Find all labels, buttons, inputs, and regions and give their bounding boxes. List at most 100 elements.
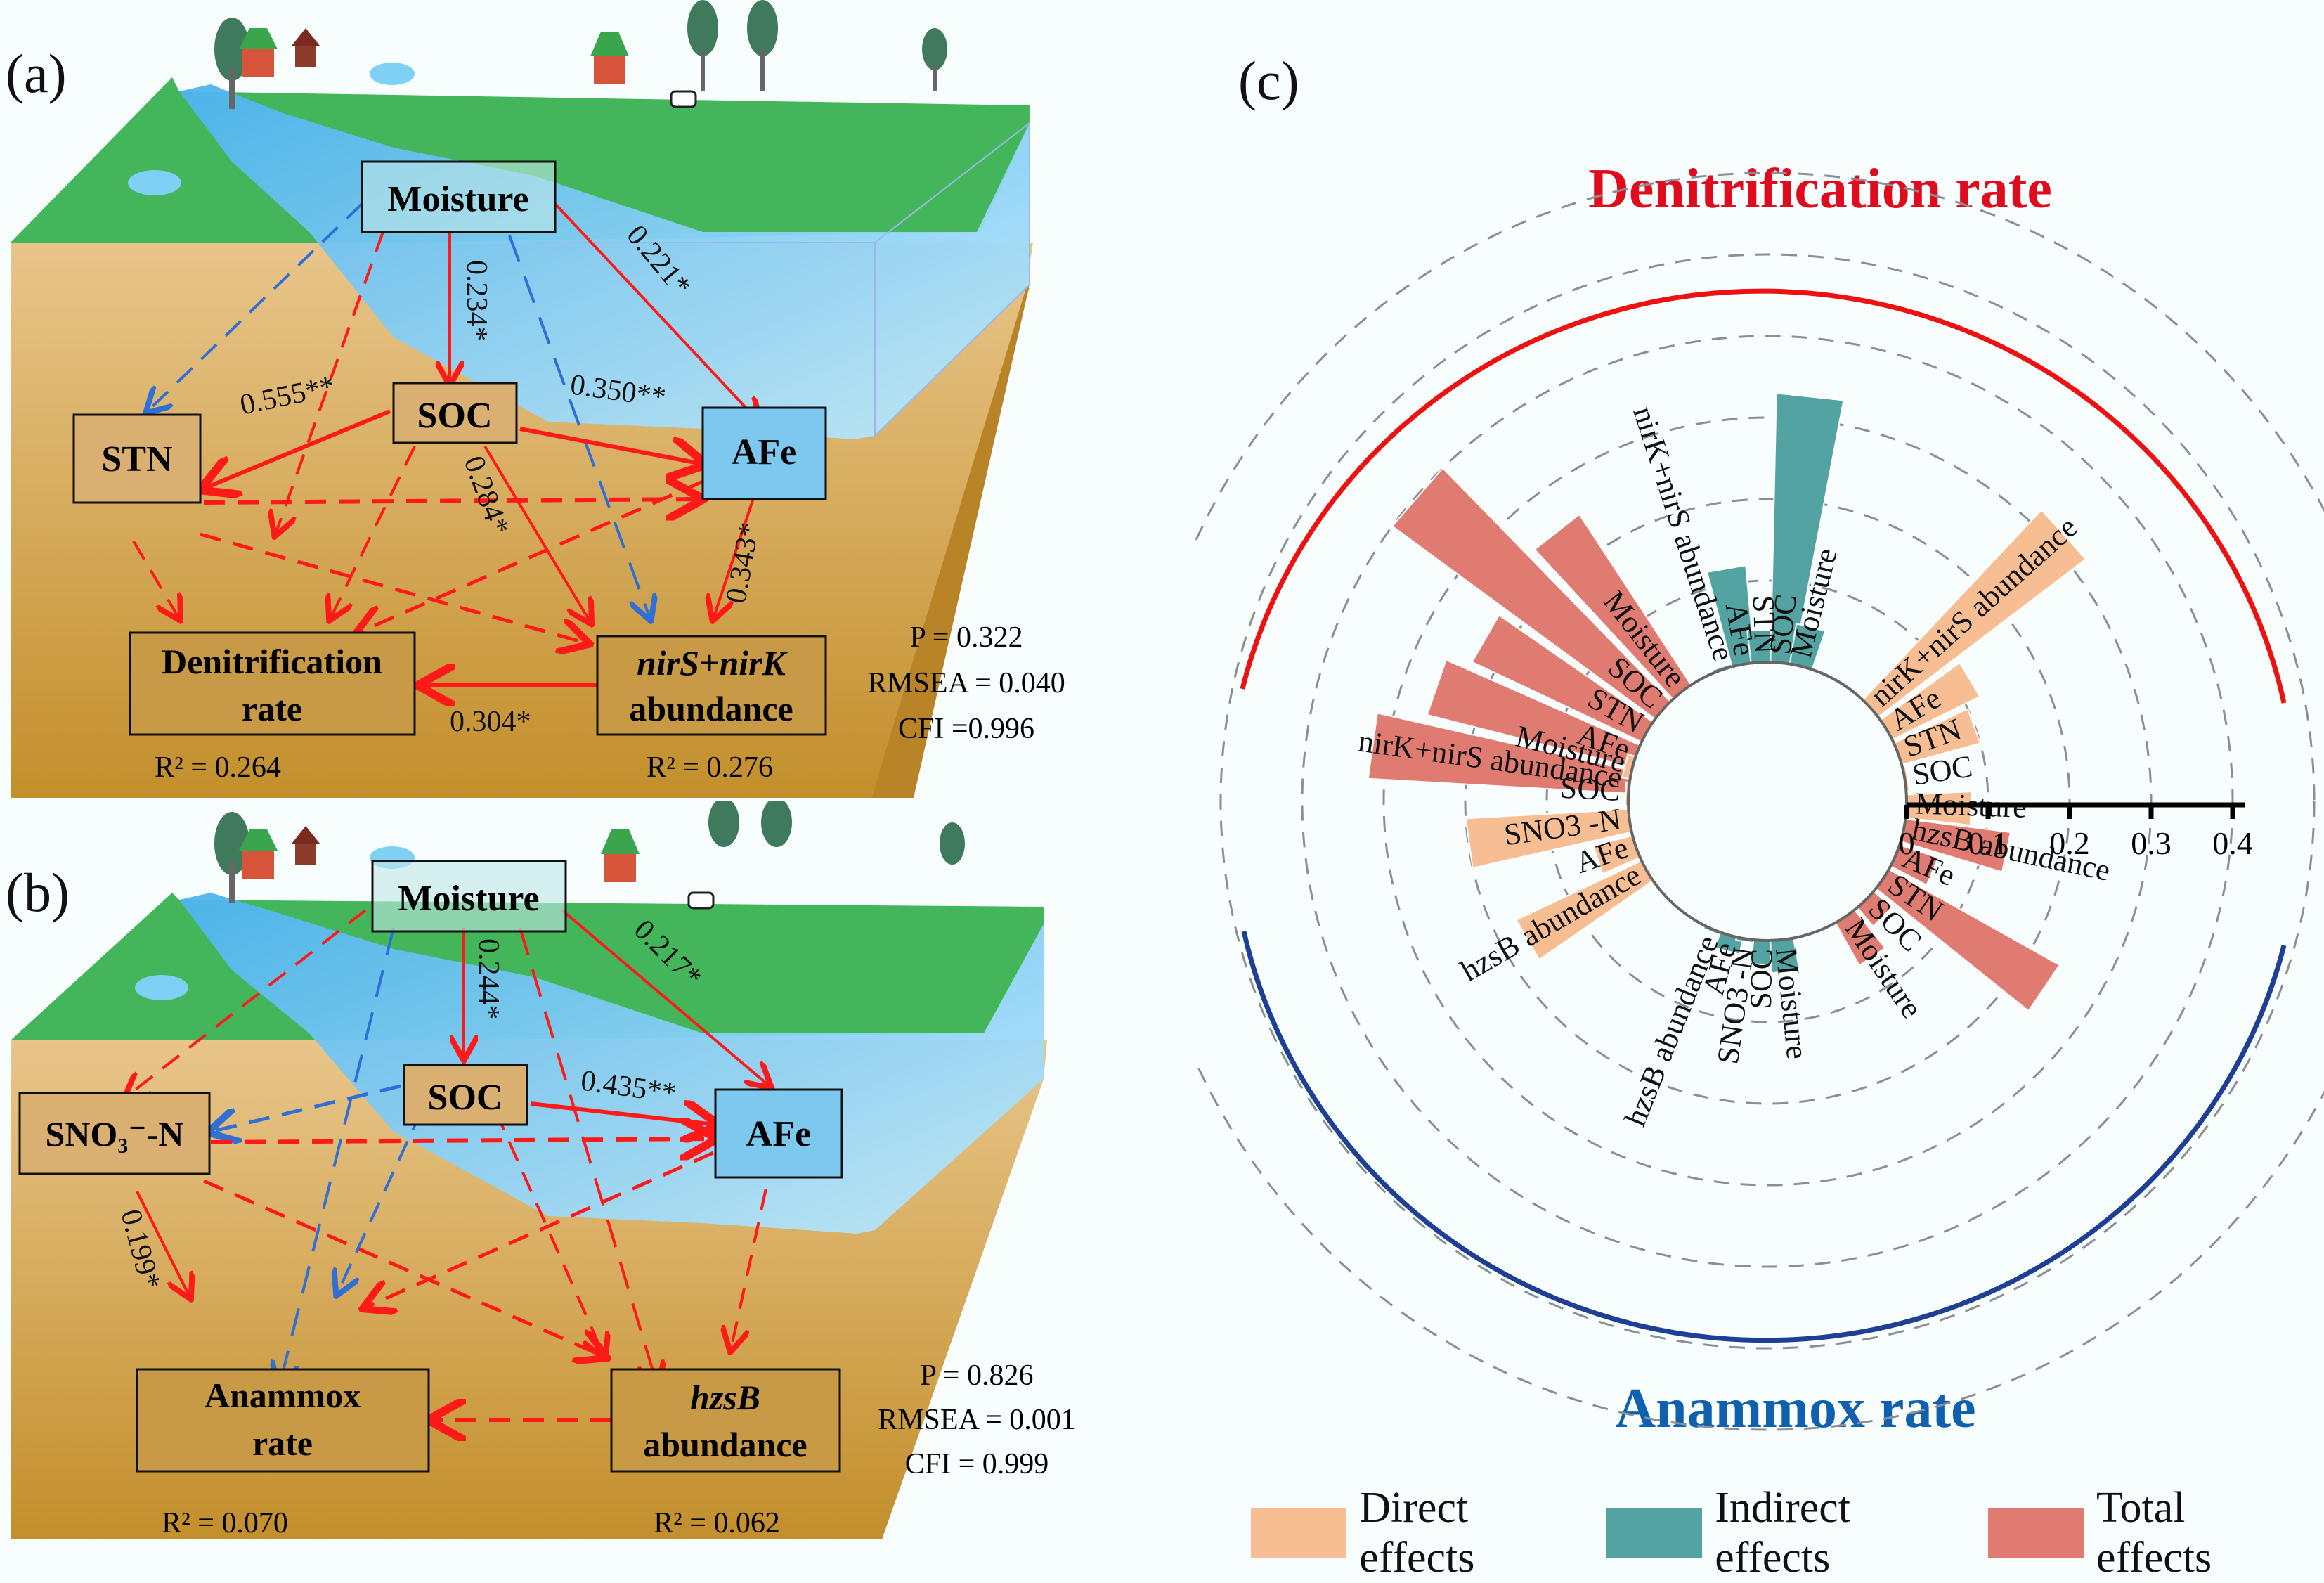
node-moisture-label: Moisture bbox=[387, 179, 528, 219]
legend-label-total: Total effects bbox=[2096, 1484, 2212, 1582]
circular-bar-chart: Denitrification rate Anammox rate nirK+n… bbox=[1195, 158, 2324, 1440]
node-rate-label-1: Denitrification bbox=[162, 642, 382, 681]
path-moisture-afe bbox=[554, 202, 759, 422]
node-rate-label-2: rate bbox=[252, 1423, 313, 1463]
legend-label-indirect: Indirect effects bbox=[1715, 1484, 1850, 1582]
panel-b-label: (b) bbox=[6, 862, 70, 923]
grid-ring bbox=[1382, 416, 2153, 1187]
bars bbox=[1367, 392, 2087, 1012]
fit-p-value: P = 0.322 bbox=[910, 621, 1023, 654]
path-afe-rate bbox=[365, 1151, 715, 1307]
path-moisture-stn bbox=[148, 202, 363, 411]
radial-axis-tick-label: 0 bbox=[1899, 825, 1915, 861]
grid-ring bbox=[1301, 335, 2234, 1268]
bar-label: Moisture bbox=[1769, 946, 1815, 1061]
node-moisture-label: Moisture bbox=[398, 879, 539, 919]
path-sno3-afe bbox=[210, 1139, 713, 1142]
path-arrows bbox=[132, 202, 760, 685]
panel-a-label: (a) bbox=[6, 43, 67, 104]
path-soc-afe bbox=[519, 427, 703, 464]
node-gene-label-2: abundance bbox=[629, 689, 793, 728]
inner-circle bbox=[1627, 661, 1908, 942]
node-sno3-label: SNO₃⁻-N bbox=[46, 1114, 184, 1154]
fit-p-value: P = 0.826 bbox=[921, 1359, 1034, 1392]
node-afe-label: AFe bbox=[746, 1114, 811, 1154]
coef-moisture-soc: 0.234* bbox=[460, 260, 493, 342]
r2-denitrification-rate: R² = 0.264 bbox=[155, 751, 281, 784]
coef-gene-rate: 0.304* bbox=[450, 706, 531, 738]
path-soc-gene bbox=[494, 1110, 604, 1357]
legend-swatch-indirect bbox=[1606, 1508, 1703, 1558]
path-moisture-rate bbox=[280, 927, 395, 1385]
path-moisture-rate bbox=[275, 231, 384, 534]
panel-c-label: (c) bbox=[1238, 50, 1299, 111]
node-soc: SOC bbox=[403, 1064, 528, 1126]
sem-diagram-a: Moisture STN SOC AFe Denitrification rat… bbox=[11, 0, 1065, 798]
node-afe: AFe bbox=[701, 406, 827, 500]
bar-label: SOC bbox=[1559, 770, 1621, 808]
legend-swatch-total bbox=[1987, 1508, 2084, 1558]
node-rate-label-1: Anammox bbox=[205, 1376, 361, 1415]
node-gene-label-1: nirS+nirK bbox=[637, 643, 788, 683]
node-soc: SOC bbox=[392, 382, 518, 444]
node-moisture: Moisture bbox=[361, 160, 557, 233]
path-stn-afe bbox=[203, 499, 699, 503]
node-hzsb-abundance: hzsB abundance bbox=[610, 1368, 841, 1473]
node-stn: STN bbox=[72, 413, 202, 504]
title-anammox: Anammox rate bbox=[1615, 1378, 1975, 1440]
radial-axis-tick-label: 0.3 bbox=[2131, 825, 2172, 861]
bar-label: SOC bbox=[1744, 948, 1779, 1009]
node-gene-label-2: abundance bbox=[643, 1425, 807, 1464]
fit-rmsea: RMSEA = 0.040 bbox=[867, 667, 1065, 699]
node-gene-label-1: hzsB bbox=[690, 1378, 760, 1417]
node-sno3-n: SNO₃⁻-N bbox=[18, 1092, 211, 1175]
path-moisture-afe bbox=[561, 909, 770, 1086]
fit-cfi: CFI = 0.999 bbox=[905, 1448, 1049, 1480]
scenery-icons bbox=[135, 801, 965, 1000]
coef-moisture-soc: 0.244* bbox=[472, 938, 505, 1020]
anammox-arc bbox=[1241, 931, 2287, 1343]
path-arrows bbox=[126, 909, 773, 1420]
scenery-icons bbox=[128, 0, 947, 195]
bar-label: SOC bbox=[1763, 593, 1803, 656]
path-afe-rate bbox=[358, 479, 704, 633]
node-soc-label: SOC bbox=[428, 1078, 503, 1118]
path-stn-rate bbox=[132, 540, 179, 619]
node-rate-label-2: rate bbox=[242, 689, 302, 728]
bar-label: hzsB abundance bbox=[1455, 858, 1647, 988]
node-denitrification-rate: Denitrification rate bbox=[129, 631, 416, 736]
radial-axis-tick-label: 0.1 bbox=[1968, 825, 2008, 861]
fit-cfi: CFI =0.996 bbox=[898, 713, 1034, 745]
sem-diagram-b: Moisture SNO₃⁻-N SOC AFe Anammox rate hz… bbox=[11, 801, 1076, 1539]
radial-axis-tick-label: 0.2 bbox=[2049, 825, 2090, 861]
radial-axis-tick-label: 0.4 bbox=[2212, 825, 2253, 861]
node-soc-label: SOC bbox=[417, 396, 493, 436]
title-denitrification: Denitrification rate bbox=[1588, 158, 2052, 220]
path-moisture-sno3 bbox=[126, 909, 367, 1097]
grid-ring bbox=[1219, 253, 2316, 1350]
node-nirs-nirk-abundance: nirS+nirK abundance bbox=[596, 635, 827, 736]
r2-gene-abundance: R² = 0.276 bbox=[647, 751, 773, 784]
node-anammox-rate: Anammox rate bbox=[136, 1368, 430, 1473]
water-box-edge bbox=[534, 121, 1030, 438]
path-sno3-gene bbox=[202, 1179, 604, 1357]
r2-anammox-rate: R² = 0.070 bbox=[162, 1507, 288, 1539]
radial-axis: 0 0.1 0.2 0.3 0.4 bbox=[1899, 802, 2253, 861]
grid-rings bbox=[1195, 172, 2324, 1431]
path-afe-gene bbox=[713, 481, 760, 619]
legend-swatch-direct bbox=[1251, 1508, 1347, 1558]
r2-gene-abundance: R² = 0.062 bbox=[654, 1507, 780, 1539]
legend-label-direct: Direct effects bbox=[1359, 1484, 1475, 1582]
path-sno3-rate bbox=[136, 1191, 190, 1297]
bar-label: nirK+nirS abundance bbox=[1864, 510, 2084, 713]
path-soc-stn bbox=[204, 409, 391, 489]
legend: Direct effects Indirect effects Total ef… bbox=[1251, 1483, 2324, 1583]
node-afe: AFe bbox=[714, 1088, 843, 1179]
node-moisture: Moisture bbox=[371, 860, 567, 933]
node-afe-label: AFe bbox=[732, 432, 796, 472]
path-soc-gene bbox=[483, 445, 590, 622]
path-moisture-gene bbox=[508, 235, 650, 619]
fit-rmsea: RMSEA = 0.001 bbox=[878, 1404, 1076, 1436]
bar-label: STN bbox=[1746, 595, 1783, 654]
soil-right-face bbox=[871, 285, 1030, 798]
